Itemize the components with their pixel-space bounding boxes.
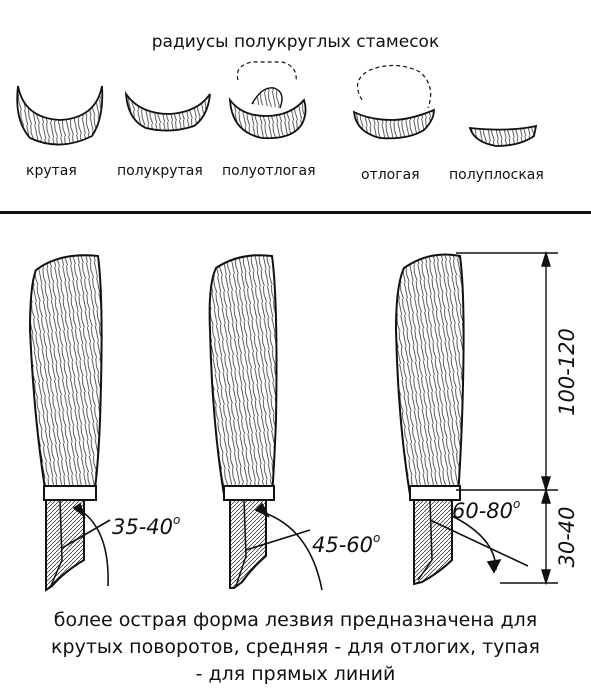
angle-value: 35-40 xyxy=(112,515,173,539)
knife-blunt-angle xyxy=(394,253,465,586)
gouge-label-semi-shallow: полуотлогая xyxy=(222,163,316,179)
gouge-label-semi-flat: полуплоская xyxy=(449,167,544,183)
angle-value: 45-60 xyxy=(312,533,373,557)
gouge-profile-steep xyxy=(16,85,104,146)
caption-line-2: крутых поворотов, средняя - для отлогих,… xyxy=(51,636,540,658)
gouge-profile-semi-flat xyxy=(468,124,538,147)
degree-symbol: o xyxy=(513,497,520,511)
dimension-lines xyxy=(456,250,558,586)
knife-handle xyxy=(28,254,103,496)
degree-symbol: o xyxy=(373,531,380,545)
knife-handle xyxy=(208,254,278,496)
angle-label-knife-1: 35-40o xyxy=(112,513,180,539)
dimension-label-blade: 30-40 xyxy=(555,506,579,567)
gouge-profile-semi-shallow xyxy=(228,61,307,140)
caption: более острая форма лезвия предназначена … xyxy=(0,607,591,688)
angle-label-knife-2: 45-60o xyxy=(312,531,380,557)
gouge-profile-shallow xyxy=(352,64,435,140)
diagram-title: радиусы полукруглых стамесок xyxy=(151,32,440,52)
degree-symbol: o xyxy=(173,513,180,527)
knife-ferrule xyxy=(43,485,97,501)
dimension-label-handle: 100-120 xyxy=(555,328,579,416)
angle-arc-knife-2 xyxy=(245,502,323,591)
gouge-profile-semi-steep xyxy=(124,90,211,132)
knife-medium-angle xyxy=(208,254,278,589)
gouge-label-steep: крутая xyxy=(26,163,77,179)
angle-value: 60-80 xyxy=(452,499,513,523)
angle-arc-knife-1 xyxy=(61,502,111,587)
angle-label-knife-3: 60-80o xyxy=(452,497,520,523)
caption-line-1: более острая форма лезвия предназначена … xyxy=(53,609,538,631)
angle-arc-knife-3 xyxy=(429,515,529,574)
caption-line-3: - для прямых линий xyxy=(195,663,396,685)
knife-ferrule xyxy=(223,485,275,501)
knife-blade xyxy=(229,499,267,589)
knife-handle xyxy=(394,253,465,496)
knife-blade xyxy=(45,499,85,592)
knife-steep-angle xyxy=(28,254,103,592)
knife-blade xyxy=(413,499,453,586)
section-divider xyxy=(0,211,591,214)
gouge-label-shallow: отлогая xyxy=(361,167,420,183)
knife-ferrule xyxy=(409,485,461,501)
gouge-label-semi-steep: полукрутая xyxy=(117,163,203,179)
